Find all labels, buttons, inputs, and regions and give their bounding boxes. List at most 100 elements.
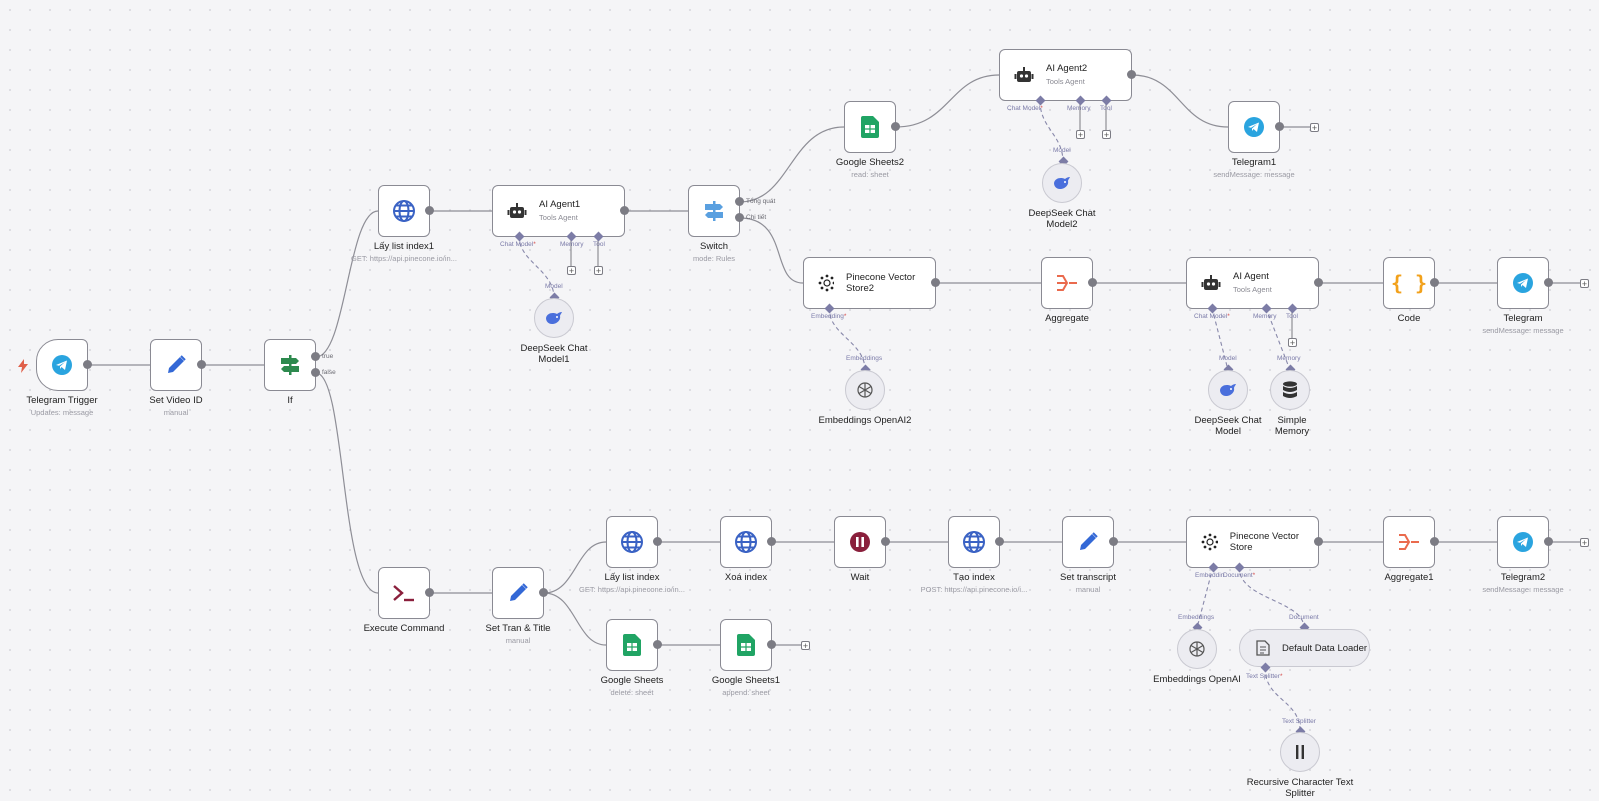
output-handle[interactable] [995, 537, 1004, 546]
pinecone-icon [818, 274, 835, 292]
telegram-node[interactable] [1497, 257, 1549, 309]
simple-memory-node[interactable] [1270, 370, 1310, 410]
ai-agent1-title: AI Agent1 [539, 199, 581, 210]
database-icon [1283, 381, 1297, 398]
terminal-icon [393, 585, 414, 602]
ai-agent1-subtitle: Tools Agent [539, 213, 578, 222]
output-handle[interactable] [1088, 278, 1097, 287]
deepseek1-node[interactable] [534, 298, 574, 338]
telegram2-add-next-button[interactable]: + [1580, 538, 1589, 548]
pinecone-node[interactable]: Pinecone Vector Store [1186, 516, 1319, 568]
set-video-id-node[interactable] [150, 339, 202, 391]
wait-node[interactable] [834, 516, 886, 568]
output-handle[interactable] [1127, 70, 1136, 79]
default-loader-port-label: Document [1289, 614, 1319, 621]
telegram1-add-next-button[interactable]: + [1310, 123, 1319, 133]
output-handle[interactable] [653, 640, 662, 649]
ai-agent2-add-tool-button[interactable]: + [1102, 130, 1111, 140]
ai-agent2-tool-label: Tool [1100, 105, 1112, 112]
telegram-trigger-node[interactable] [36, 339, 88, 391]
embeddings2-node[interactable] [845, 370, 885, 410]
output-handle[interactable] [1430, 278, 1439, 287]
wire-if-true [315, 210, 379, 358]
xoa-index-node[interactable] [720, 516, 772, 568]
output-handle[interactable] [1314, 278, 1323, 287]
output-handle[interactable] [891, 122, 900, 131]
google-sheets1-title: Google Sheets1 [711, 675, 781, 686]
output-handle[interactable] [425, 206, 434, 215]
ai-agent1-add-tool-button[interactable]: + [594, 266, 603, 276]
tao-index-node[interactable] [948, 516, 1000, 568]
ai-agent-add-tool-button[interactable]: + [1288, 338, 1297, 348]
google-sheets1-node[interactable] [720, 619, 772, 671]
tao-index-subtitle: POST: https://api.pinecone.io/i... [920, 585, 1028, 594]
sheets-icon [623, 634, 641, 656]
lay-list-index1-node[interactable] [378, 185, 430, 237]
output-handle[interactable] [1544, 537, 1553, 546]
output-handle[interactable] [1314, 537, 1323, 546]
set-transcript-node[interactable] [1062, 516, 1114, 568]
output-handle[interactable] [539, 588, 548, 597]
telegram-add-next-button[interactable]: + [1580, 279, 1589, 289]
output-handle[interactable] [1430, 537, 1439, 546]
google-sheets2-node[interactable] [844, 101, 896, 153]
output-handle[interactable] [1275, 122, 1284, 131]
sheets-icon [861, 116, 879, 138]
telegram1-node[interactable] [1228, 101, 1280, 153]
output-handle[interactable] [311, 352, 320, 361]
code-node[interactable]: { } [1383, 257, 1435, 309]
output-handle[interactable] [931, 278, 940, 287]
if-node[interactable] [264, 339, 316, 391]
output-handle[interactable] [1109, 537, 1118, 546]
telegram-trigger-subtitle: Updates: message [30, 408, 94, 417]
output-handle[interactable] [197, 360, 206, 369]
set-transcript-title: Set transcript [1060, 572, 1116, 583]
embeddings-node[interactable] [1177, 629, 1217, 669]
lay-list-index-node[interactable] [606, 516, 658, 568]
deepseek2-node[interactable] [1042, 163, 1082, 203]
set-video-id-title: Set Video ID [149, 395, 203, 406]
google-sheets1-add-next-button[interactable]: + [801, 641, 810, 651]
output-handle[interactable] [1544, 278, 1553, 287]
output-handle[interactable] [83, 360, 92, 369]
execute-command-node[interactable] [378, 567, 430, 619]
deepseek-node[interactable] [1208, 370, 1248, 410]
openai-icon [1189, 641, 1205, 657]
split-bars-icon [1296, 745, 1304, 759]
output-handle[interactable] [311, 368, 320, 377]
aggregate1-title: Aggregate1 [1384, 572, 1434, 583]
ai-agent1-add-memory-button[interactable]: + [567, 266, 576, 276]
output-handle[interactable] [735, 197, 744, 206]
output-handle[interactable] [653, 537, 662, 546]
ai-agent-title: AI Agent [1233, 271, 1269, 282]
aggregate-node[interactable] [1041, 257, 1093, 309]
output-handle[interactable] [767, 537, 776, 546]
aggregate1-node[interactable] [1383, 516, 1435, 568]
output-handle[interactable] [735, 213, 744, 222]
deepseek1-title: DeepSeek Chat Model1 [520, 343, 588, 365]
ai-agent2-add-memory-button[interactable]: + [1076, 130, 1085, 140]
pinecone2-node[interactable]: Pinecone Vector Store2 [803, 257, 936, 309]
signpost-icon [281, 355, 299, 375]
whale-icon [1220, 384, 1236, 396]
telegram1-title: Telegram1 [1231, 157, 1277, 168]
pencil-icon [168, 355, 186, 373]
default-loader-node[interactable]: Default Data Loader [1239, 629, 1370, 667]
output-handle[interactable] [881, 537, 890, 546]
ai-agent2-title: AI Agent2 [1046, 63, 1088, 74]
pinecone2-embedding-label: Embedding [811, 313, 846, 320]
set-tran-title-node[interactable] [492, 567, 544, 619]
google-sheets-node[interactable] [606, 619, 658, 671]
output-handle[interactable] [425, 588, 434, 597]
switch-node[interactable] [688, 185, 740, 237]
wire-agent2-deepseek2 [1039, 100, 1064, 163]
telegram-icon [1513, 273, 1533, 293]
output-handle[interactable] [620, 206, 629, 215]
splitter-node[interactable] [1280, 732, 1320, 772]
output-handle[interactable] [767, 640, 776, 649]
telegram2-node[interactable] [1497, 516, 1549, 568]
